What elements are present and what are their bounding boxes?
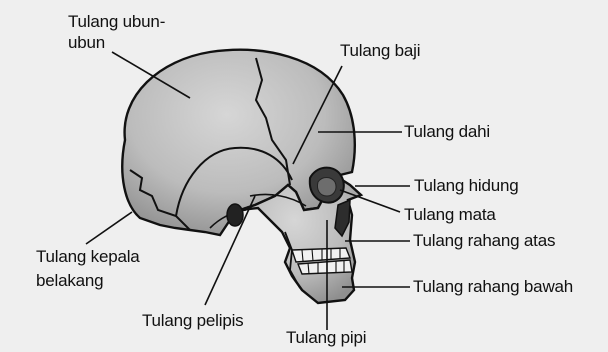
label-parietal-line1: Tulang ubun- <box>68 12 165 32</box>
label-parietal-line2: ubun <box>68 33 105 53</box>
ear-hole <box>227 204 243 226</box>
label-zygomatic: Tulang pipi <box>286 328 366 348</box>
label-temporal: Tulang pelipis <box>142 311 243 331</box>
label-maxilla: Tulang rahang atas <box>413 231 555 251</box>
label-occipital-line1: Tulang kepala <box>36 247 140 267</box>
label-mandible: Tulang rahang bawah <box>413 277 573 297</box>
label-lacrimal: Tulang mata <box>404 205 496 225</box>
label-sphenoid: Tulang baji <box>340 41 420 61</box>
orbit-inner <box>317 178 336 197</box>
leader-occipital <box>86 212 132 244</box>
label-frontal: Tulang dahi <box>404 122 490 142</box>
label-occipital-line2: belakang <box>36 271 103 291</box>
label-nasal: Tulang hidung <box>414 176 519 196</box>
